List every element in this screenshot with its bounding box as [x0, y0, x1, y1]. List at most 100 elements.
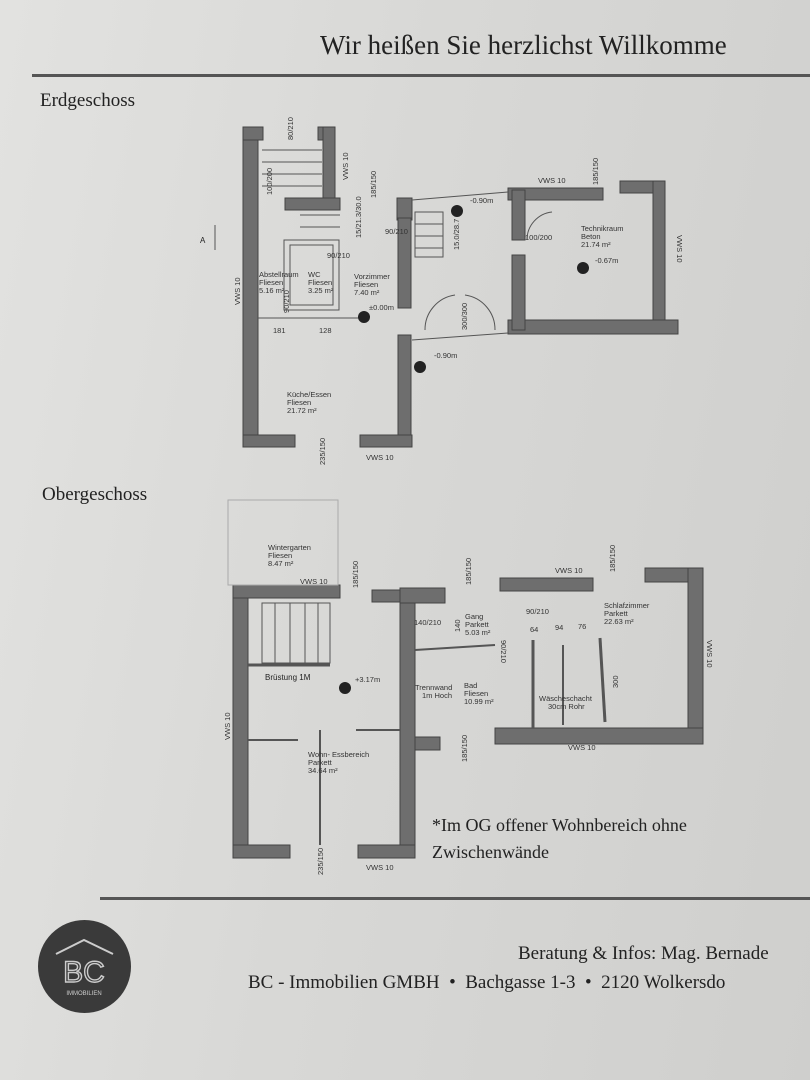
level-label: -0.67m [595, 256, 618, 265]
dimension-label: 90/210 [327, 251, 350, 260]
header-divider [32, 74, 810, 77]
contact-line: Beratung & Infos: Mag. Bernade [518, 943, 769, 964]
room-name: Vorzimmer [354, 272, 390, 281]
dimension-label: 185/150 [369, 171, 378, 198]
wall-label: VWS 10 [223, 712, 232, 740]
logo-subtitle: IMMOBILIEN [66, 991, 101, 997]
room-name: Schlafzimmer [604, 601, 650, 610]
dimension-label: 185/150 [460, 735, 469, 762]
room-area: 3.25 m² [308, 286, 334, 295]
ground-floor-title: Erdgeschoss [40, 90, 135, 111]
dimension-label: 235/150 [316, 848, 325, 875]
room-area: 7.40 m² [354, 288, 380, 297]
dimension-label: 76 [578, 622, 586, 631]
dimension-label: 100/200 [265, 168, 274, 195]
room-name: Abstellraum [259, 270, 299, 279]
dimension-label: 185/150 [351, 561, 360, 588]
wall-label: VWS 10 [366, 453, 394, 462]
dimension-label: 140 [453, 619, 462, 632]
room-area: 5.03 m² [465, 628, 491, 637]
upper-floor-interior [227, 499, 607, 845]
room-name: Trennwand [415, 683, 452, 692]
level-label: -0.90m [470, 196, 493, 205]
wall-label: VWS 10 [366, 863, 394, 872]
dimension-label: 15.0/28.7 [452, 219, 461, 250]
ground-floor-walls [242, 126, 679, 448]
room-area: 5.16 m² [259, 286, 285, 295]
wall-label: VWS 10 [555, 566, 583, 575]
dimension-label: 235/150 [318, 438, 327, 465]
room-floor: Fliesen [268, 551, 292, 560]
section-marker: A [200, 236, 206, 245]
room-name: Küche/Essen [287, 390, 331, 399]
room-name: Wäscheschacht [539, 694, 593, 703]
room-name: Technikraum [581, 224, 624, 233]
level-marker-icon [339, 682, 351, 694]
room-floor: Fliesen [464, 689, 488, 698]
dimension-label: 181 [273, 326, 286, 335]
level-marker-icon [577, 262, 589, 274]
upper-floor-title: Obergeschoss [42, 484, 148, 505]
dimension-label: 185/150 [608, 545, 617, 572]
room-floor: Fliesen [287, 398, 311, 407]
room-floor: Fliesen [259, 278, 283, 287]
address-line: BC - Immobilien GMBH • Bachgasse 1-3 • 2… [248, 972, 726, 993]
dimension-label: 100/200 [525, 233, 552, 242]
dimension-label: 64 [530, 625, 538, 634]
room-area: 8.47 m² [268, 559, 294, 568]
room-floor: Fliesen [354, 280, 378, 289]
level-markers [339, 205, 589, 694]
wall-label: VWS 10 [568, 743, 596, 752]
company-logo: BC IMMOBILIEN [38, 920, 131, 1013]
room-area: 10.99 m² [464, 697, 494, 706]
dimension-label: 300/300 [460, 303, 469, 330]
level-label: -0.90m [434, 351, 457, 360]
level-label: +3.17m [355, 675, 380, 684]
dimension-label: 90/210 [526, 607, 549, 616]
upper-floor-labels: Wintergarten Fliesen 8.47 m² Brüstung 1M… [223, 543, 714, 875]
room-name: WC [308, 270, 321, 279]
room-floor: Beton [581, 232, 601, 241]
logo-letters: BC [63, 956, 105, 989]
dimension-label: 185/150 [464, 558, 473, 585]
room-area: 34.64 m² [308, 766, 338, 775]
dimension-label: 15/21.3/30.0 [354, 196, 363, 238]
room-area: 22.63 m² [604, 617, 634, 626]
wall-label: VWS 10 [675, 235, 684, 263]
dimension-label: 80/210 [286, 117, 295, 140]
wall-label: VWS 10 [341, 152, 350, 180]
ground-floor-labels: A Abstellraum Fliesen 5.16 m² WC Fliesen… [200, 117, 684, 465]
wall-label: VWS 10 [705, 640, 714, 668]
level-marker-icon [414, 361, 426, 373]
room-floor: 1m Hoch [422, 691, 452, 700]
upper-floor-walls [232, 567, 704, 859]
room-name: Wintergarten [268, 543, 311, 552]
room-area: 21.72 m² [287, 406, 317, 415]
room-floor: Fliesen [308, 278, 332, 287]
level-label: ±0.00m [369, 303, 394, 312]
room-name: Gang [465, 612, 483, 621]
dimension-label: 94 [555, 623, 563, 632]
dimension-label: 300 [611, 675, 620, 688]
room-floor: Parkett [308, 758, 333, 767]
room-name: Brüstung 1M [265, 673, 311, 682]
wall-label: VWS 10 [538, 176, 566, 185]
room-floor: Parkett [604, 609, 629, 618]
dimension-label: 90/210 [385, 227, 408, 236]
footer-divider [100, 897, 810, 900]
dimension-label: 90/210 [499, 640, 508, 663]
room-area: 21.74 m² [581, 240, 611, 249]
dimension-label: 128 [319, 326, 332, 335]
page-title: Wir heißen Sie herzlichst Willkomme [320, 30, 727, 60]
room-name: Bad [464, 681, 477, 690]
room-name: Wohn- Essbereich [308, 750, 369, 759]
dimension-label: 90/210 [282, 290, 291, 313]
room-floor: 30cm Rohr [548, 702, 585, 711]
dimension-label: 185/150 [591, 158, 600, 185]
house-roof-icon: BC IMMOBILIEN [55, 938, 114, 997]
room-floor: Parkett [465, 620, 490, 629]
floor-plan-note: *Im OG offener Wohnbereich ohne Zwischen… [432, 815, 687, 862]
ground-floor-interior [214, 149, 553, 341]
wall-label: VWS 10 [300, 577, 328, 586]
